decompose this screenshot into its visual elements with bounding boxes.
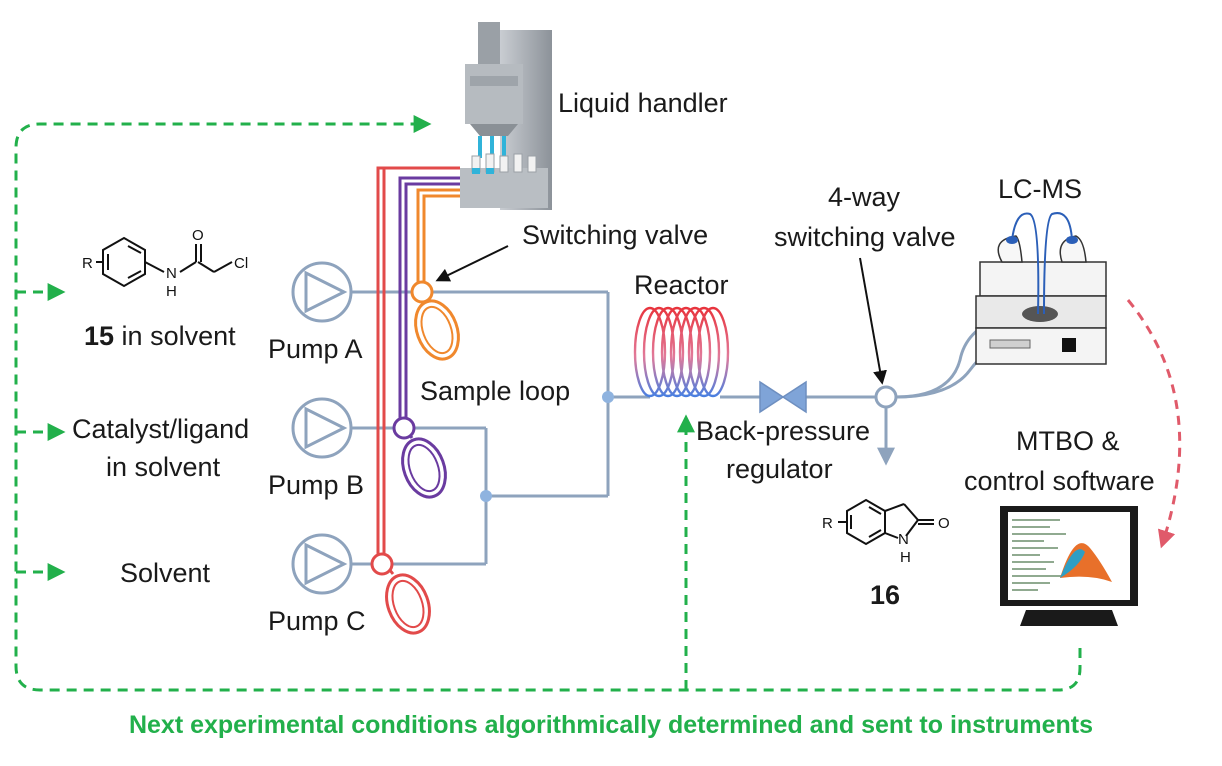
reagent-15-label: 15 in solvent xyxy=(84,321,236,351)
reactor-label: Reactor xyxy=(634,270,729,300)
handler-tubing xyxy=(376,166,460,556)
structure-16-r: R xyxy=(822,515,833,532)
product-16-label: 16 xyxy=(870,580,900,610)
valve-a xyxy=(410,280,460,361)
footer-caption: Next experimental conditions algorithmic… xyxy=(129,711,1093,739)
junction-node xyxy=(602,391,614,403)
liquid-handler-label: Liquid handler xyxy=(558,88,728,118)
structure-15 xyxy=(96,236,233,288)
pump-c-symbol xyxy=(291,533,353,595)
pump-a-label: Pump A xyxy=(268,334,363,364)
monitor-illustration xyxy=(1000,506,1138,626)
valve-b xyxy=(392,416,447,499)
catalyst-label-1: Catalyst/ligand xyxy=(72,414,249,444)
structure-15-o: O xyxy=(192,227,204,244)
structure-16-n: N xyxy=(898,531,909,548)
lcms-label: LC-MS xyxy=(998,174,1082,204)
junction-node xyxy=(480,490,492,502)
structure-16 xyxy=(838,498,934,546)
pump-b-symbol xyxy=(291,397,353,459)
flow-lines xyxy=(352,290,1001,566)
four-way-valve xyxy=(874,385,898,409)
feedback-loop xyxy=(14,115,1082,692)
structure-15-r: R xyxy=(82,255,93,272)
lcms-illustration xyxy=(975,212,1107,365)
four-way-label-2: switching valve xyxy=(774,222,956,252)
bpr-label-2: regulator xyxy=(726,454,833,484)
structure-16-o: O xyxy=(938,515,950,532)
back-pressure-regulator xyxy=(759,380,807,414)
reactor-coil xyxy=(633,306,730,398)
catalyst-label-2: in solvent xyxy=(106,452,221,482)
structure-16-h: H xyxy=(900,549,911,566)
pump-c-label: Pump C xyxy=(268,606,366,636)
four-way-label-1: 4-way xyxy=(828,182,901,212)
switching-valve-pointer xyxy=(435,245,509,282)
mtbo-label-1: MTBO & xyxy=(1016,426,1120,456)
structure-15-cl: Cl xyxy=(234,255,248,272)
mtbo-label-2: control software xyxy=(964,466,1155,496)
bpr-label-1: Back-pressure xyxy=(696,416,870,446)
liquid-handler-illustration xyxy=(460,22,552,210)
structure-15-n: N xyxy=(166,265,177,282)
software-to-lcms-arrow xyxy=(1126,299,1182,549)
four-way-valve-pointer xyxy=(859,257,887,385)
switching-valve-label: Switching valve xyxy=(522,220,708,250)
valve-c xyxy=(370,552,431,635)
reagent-15-suffix: in solvent xyxy=(114,321,236,351)
compound-number-15: 15 xyxy=(84,321,114,351)
sample-loop-label: Sample loop xyxy=(420,376,570,406)
structure-15-h: H xyxy=(166,283,177,300)
pump-a-symbol xyxy=(291,261,353,323)
pump-b-label: Pump B xyxy=(268,470,364,500)
solvent-label: Solvent xyxy=(120,558,211,588)
